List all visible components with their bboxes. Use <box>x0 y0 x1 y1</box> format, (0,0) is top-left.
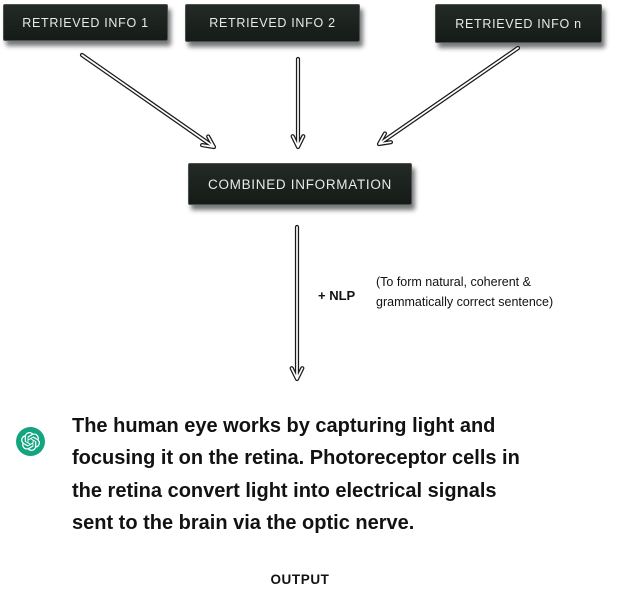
arrow-retrievedn-to-combined-core <box>378 47 519 145</box>
output-sentence: The human eye works by capturing light a… <box>72 410 520 540</box>
retrieved-info-n-label: RETRIEVED INFO n <box>455 16 582 31</box>
retrieved-info-2-label: RETRIEVED INFO 2 <box>209 16 336 30</box>
arrow-retrieved2-to-combined-core <box>291 58 305 148</box>
output-sentence-line-1: The human eye works by capturing light a… <box>72 415 496 437</box>
arrow-retrieved2-to-combined <box>290 56 306 150</box>
retrieved-info-1-label: RETRIEVED INFO 1 <box>22 15 149 30</box>
arrow-combined-to-output <box>289 224 305 382</box>
arrow-retrieved1-to-combined <box>79 52 217 150</box>
nlp-step-label: + NLP <box>318 288 356 303</box>
arrow-combined-to-output-core <box>290 226 304 380</box>
retrieved-info-2-box: RETRIEVED INFO 2 <box>185 4 360 42</box>
openai-knot-icon <box>21 432 40 451</box>
output-caption: OUTPUT <box>270 572 330 587</box>
arrow-retrieved1-to-combined-core <box>81 54 215 148</box>
arrow-retrievedn-to-combined <box>376 45 521 147</box>
output-sentence-line-4: sent to the brain via the optic nerve. <box>72 512 415 535</box>
arrow-outline-layer <box>79 45 521 382</box>
arrow-core-layer <box>81 47 519 380</box>
nlp-annotation-line-2: grammatically correct sentence) <box>376 295 554 309</box>
output-sentence-line-3: the retina convert light into electrical… <box>72 479 497 502</box>
nlp-annotation-line-1: (To form natural, coherent & <box>376 275 531 289</box>
combined-information-label: COMBINED INFORMATION <box>208 176 392 192</box>
nlp-annotation: (To form natural, coherent & grammatical… <box>376 272 553 312</box>
retrieved-info-1-box: RETRIEVED INFO 1 <box>3 4 168 41</box>
retrieved-info-n-box: RETRIEVED INFO n <box>435 4 602 43</box>
combined-information-box: COMBINED INFORMATION <box>188 163 412 205</box>
output-sentence-line-2: focusing it on the retina. Photoreceptor… <box>72 447 520 470</box>
chatgpt-logo-icon <box>16 427 45 456</box>
